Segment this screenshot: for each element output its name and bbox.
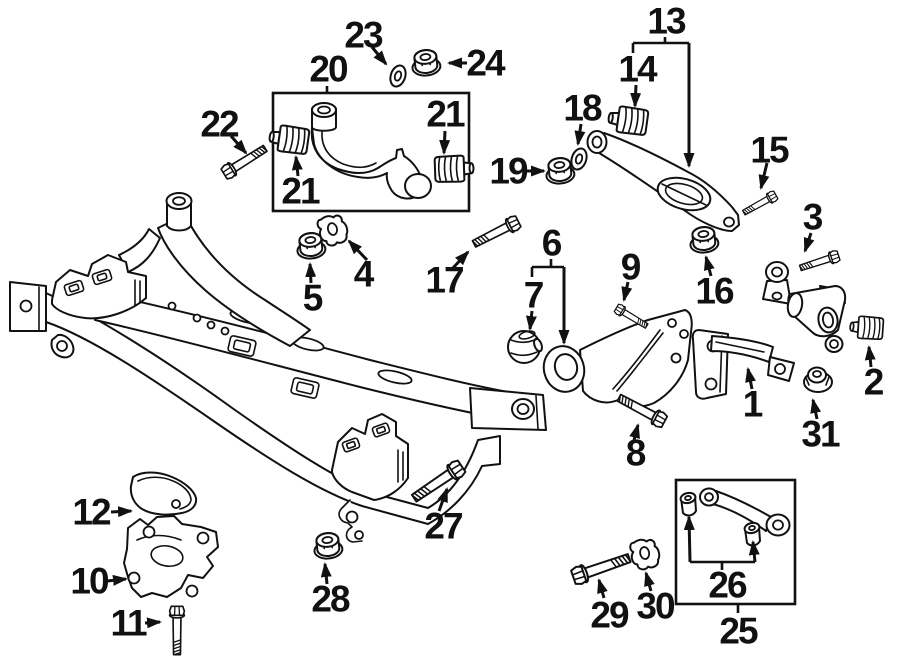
nut-16: [687, 224, 721, 255]
callout-16: 16: [695, 270, 734, 312]
callout-18: 18: [563, 87, 602, 129]
callout-8: 8: [625, 432, 647, 474]
callout-26: 26: [708, 564, 747, 606]
callout-15: 15: [750, 129, 789, 171]
callout-leaders: [106, 37, 876, 629]
callout-28: 28: [311, 578, 350, 620]
cover-12: [129, 471, 198, 516]
knuckle-1: [691, 261, 847, 400]
mount-bracket-10: [123, 515, 219, 598]
callout-6: 6: [541, 222, 563, 264]
callout-31: 31: [801, 413, 840, 455]
trailing-arm-6: [542, 309, 693, 408]
retainer-plate-30: [628, 536, 663, 572]
bolt-22: [219, 141, 270, 182]
callout-13: 13: [647, 0, 686, 42]
washer-23: [386, 62, 410, 90]
callout-10: 10: [70, 560, 109, 602]
bushing-7: [507, 330, 543, 364]
group-box-25: [674, 478, 797, 606]
callout-23: 23: [344, 14, 383, 56]
nut-24: [409, 47, 443, 78]
callout-2: 2: [863, 361, 885, 403]
bolt-15: [740, 189, 780, 219]
callout-29: 29: [590, 594, 629, 636]
washer-18: [567, 145, 591, 173]
callout-24: 24: [466, 42, 505, 84]
subframe-crossmember: [9, 192, 547, 543]
bushing-2: [848, 314, 885, 341]
callout-20: 20: [309, 48, 348, 90]
bushing-14: [605, 103, 650, 137]
lower-control-arm-13: [586, 130, 740, 232]
callout-21-left: 21: [281, 170, 320, 212]
bushing-26-left: [679, 491, 697, 517]
callout-14: 14: [618, 48, 657, 90]
callout-11: 11: [110, 602, 147, 644]
group-box-20: [271, 91, 471, 213]
callout-27: 27: [424, 505, 463, 547]
callout-21-right: 21: [426, 93, 465, 135]
bolt-17: [469, 213, 523, 252]
upper-control-arm-20: [310, 102, 432, 200]
callout-19: 19: [489, 150, 528, 192]
nut-31: [803, 366, 833, 393]
callout-17: 17: [425, 259, 464, 301]
callout-7: 7: [523, 274, 545, 316]
bolt-29: [569, 548, 634, 587]
callout-4: 4: [353, 253, 375, 295]
bolt-11: [168, 605, 186, 656]
callout-5: 5: [302, 277, 324, 319]
callout-9: 9: [620, 246, 642, 288]
callout-12: 12: [72, 491, 111, 533]
nut-28: [311, 530, 345, 561]
callout-30: 30: [636, 585, 675, 627]
callout-3: 3: [802, 196, 824, 238]
callout-22: 22: [200, 103, 239, 145]
bolt-3: [797, 249, 842, 275]
callout-1: 1: [742, 383, 764, 425]
callout-25: 25: [719, 610, 758, 652]
adjust-link-26: [679, 487, 791, 547]
bushing-26-right: [743, 521, 761, 547]
